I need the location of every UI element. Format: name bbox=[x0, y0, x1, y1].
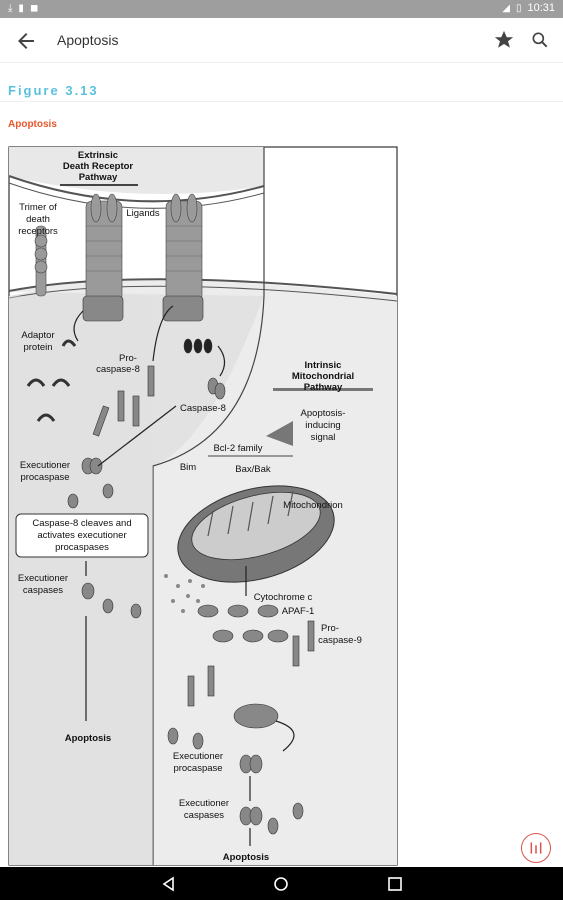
back-nav-icon[interactable] bbox=[160, 875, 178, 893]
label-exec-casp-r1: Executioner bbox=[179, 798, 229, 809]
label-exec-proc-1: Executioner bbox=[20, 460, 70, 471]
label-extrinsic-3: Pathway bbox=[79, 172, 118, 183]
label-exec-proc-r1: Executioner bbox=[173, 751, 223, 762]
label-bcl2: Bcl-2 family bbox=[213, 443, 262, 454]
label-extrinsic-1: Extrinsic bbox=[78, 150, 118, 161]
label-exec-casp-2: caspases bbox=[23, 585, 63, 596]
label-cytochrome-c: Cytochrome c bbox=[254, 592, 313, 603]
label-exec-proc-2: procaspase bbox=[20, 472, 69, 483]
label-ligands: Ligands bbox=[126, 208, 160, 219]
app-bar: Apoptosis bbox=[0, 18, 563, 63]
wifi-icon: ◢ bbox=[502, 2, 510, 14]
home-nav-icon[interactable] bbox=[272, 875, 290, 893]
label-apoptosis-right: Apoptosis bbox=[223, 852, 269, 863]
search-icon[interactable] bbox=[530, 30, 550, 50]
label-extrinsic-2: Death Receptor bbox=[63, 161, 134, 172]
label-mitochondrion: Mitochondrion bbox=[283, 500, 343, 511]
label-trimer-3: receptors bbox=[18, 226, 58, 237]
clock: 10:31 bbox=[527, 2, 555, 14]
label-intrinsic-1: Intrinsic bbox=[305, 360, 342, 371]
status-bar: ⤓ ▮ ◼ ◢ ▯ 10:31 bbox=[0, 0, 563, 18]
figure-title: Apoptosis bbox=[8, 119, 57, 130]
divider bbox=[0, 101, 563, 102]
label-exec-casp-1: Executioner bbox=[18, 573, 68, 584]
label-adaptor-2: protein bbox=[23, 342, 52, 353]
label-apoptosis-left: Apoptosis bbox=[65, 733, 111, 744]
label-baxbak: Bax/Bak bbox=[235, 464, 271, 475]
label-apaf1: APAF-1 bbox=[282, 606, 315, 617]
label-signal-3: signal bbox=[311, 432, 336, 443]
label-bim: Bim bbox=[180, 462, 196, 473]
label-adaptor-1: Adaptor bbox=[21, 330, 54, 341]
app-icon: ◼ bbox=[29, 3, 39, 14]
label-trimer-2: death bbox=[26, 214, 50, 225]
box-line-1: Caspase-8 cleaves and bbox=[32, 518, 131, 529]
battery-icon: ▯ bbox=[515, 2, 522, 14]
box-line-2: activates executioner bbox=[37, 530, 126, 541]
label-procasp8-2: caspase-8 bbox=[96, 364, 140, 375]
download-icon: ⤓ bbox=[8, 3, 13, 14]
label-intrinsic-2: Mitochondrial bbox=[292, 371, 354, 382]
label-signal-1: Apoptosis- bbox=[301, 408, 346, 419]
content-area: Figure 3.13 Apoptosis bbox=[0, 63, 563, 867]
recents-nav-icon[interactable] bbox=[386, 875, 404, 893]
label-procasp9-1: Pro- bbox=[321, 623, 339, 634]
label-exec-casp-r2: caspases bbox=[184, 810, 224, 821]
page-title: Apoptosis bbox=[57, 32, 119, 48]
apoptosis-diagram[interactable]: Extrinsic Death Receptor Pathway Trimer … bbox=[8, 146, 398, 866]
back-arrow-icon[interactable] bbox=[14, 29, 38, 53]
label-procasp9-2: caspase-9 bbox=[318, 635, 362, 646]
label-procasp8-1: Pro- bbox=[119, 353, 137, 364]
label-intrinsic-3: Pathway bbox=[304, 382, 343, 393]
figure-label: Figure 3.13 bbox=[8, 83, 99, 98]
file-icon: ▮ bbox=[18, 3, 24, 14]
label-caspase8: Caspase-8 bbox=[180, 403, 226, 414]
star-icon[interactable] bbox=[493, 29, 515, 51]
read-aloud-fab[interactable] bbox=[521, 833, 551, 863]
system-nav-bar bbox=[0, 867, 563, 900]
label-exec-proc-r2: procaspase bbox=[173, 763, 222, 774]
box-line-3: procaspases bbox=[55, 542, 109, 553]
label-signal-2: inducing bbox=[305, 420, 340, 431]
label-trimer-1: Trimer of bbox=[19, 202, 57, 213]
notification-icons: ⤓ ▮ ◼ bbox=[8, 3, 38, 14]
